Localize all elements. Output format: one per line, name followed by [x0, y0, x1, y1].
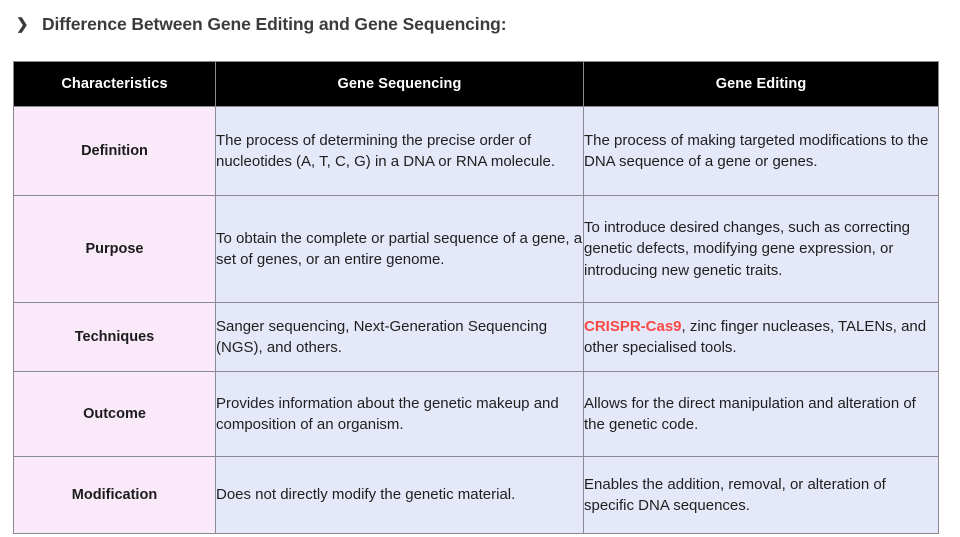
cell-techniques-gene-editing-rest: , zinc finger nucleases, TALENs, and oth…	[584, 317, 927, 356]
cell-definition-gene-editing: The process of making targeted modificat…	[583, 106, 939, 196]
cell-techniques-gene-sequencing: Sanger sequencing, Next-Generation Seque…	[215, 302, 584, 372]
comparison-table-container: Characteristics Gene Sequencing Gene Edi…	[13, 61, 939, 534]
cell-purpose-gene-editing: To introduce desired changes, such as co…	[583, 195, 939, 303]
table-body: Definition The process of determining th…	[13, 106, 939, 534]
chevron-right-icon: ❯	[16, 15, 29, 33]
cell-outcome-gene-sequencing: Provides information about the genetic m…	[215, 371, 584, 457]
cell-outcome-gene-editing: Allows for the direct manipulation and a…	[583, 371, 939, 457]
column-header-characteristics: Characteristics	[13, 61, 216, 107]
column-header-gene-editing: Gene Editing	[583, 61, 939, 107]
column-header-gene-sequencing: Gene Sequencing	[215, 61, 584, 107]
table-row: Outcome Provides information about the g…	[13, 371, 939, 457]
table-row: Techniques Sanger sequencing, Next-Gener…	[13, 302, 939, 372]
table-row: Modification Does not directly modify th…	[13, 456, 939, 534]
cell-purpose-gene-sequencing: To obtain the complete or partial sequen…	[215, 195, 584, 303]
row-label-definition: Definition	[13, 106, 216, 196]
row-label-modification: Modification	[13, 456, 216, 534]
table-row: Definition The process of determining th…	[13, 106, 939, 196]
table-row: Purpose To obtain the complete or partia…	[13, 195, 939, 303]
table-header-row: Characteristics Gene Sequencing Gene Edi…	[13, 61, 939, 107]
section-heading: ❯ Difference Between Gene Editing and Ge…	[0, 0, 960, 38]
row-label-purpose: Purpose	[13, 195, 216, 303]
highlight-crispr-cas9: CRISPR-Cas9	[584, 317, 682, 335]
row-label-outcome: Outcome	[13, 371, 216, 457]
cell-modification-gene-sequencing: Does not directly modify the genetic mat…	[215, 456, 584, 534]
row-label-techniques: Techniques	[13, 302, 216, 372]
table-header: Characteristics Gene Sequencing Gene Edi…	[13, 61, 939, 107]
comparison-table: Characteristics Gene Sequencing Gene Edi…	[13, 61, 939, 534]
page-title: Difference Between Gene Editing and Gene…	[42, 13, 507, 34]
cell-techniques-gene-editing: CRISPR-Cas9, zinc finger nucleases, TALE…	[583, 302, 939, 372]
cell-modification-gene-editing: Enables the addition, removal, or altera…	[583, 456, 939, 534]
cell-definition-gene-sequencing: The process of determining the precise o…	[215, 106, 584, 196]
